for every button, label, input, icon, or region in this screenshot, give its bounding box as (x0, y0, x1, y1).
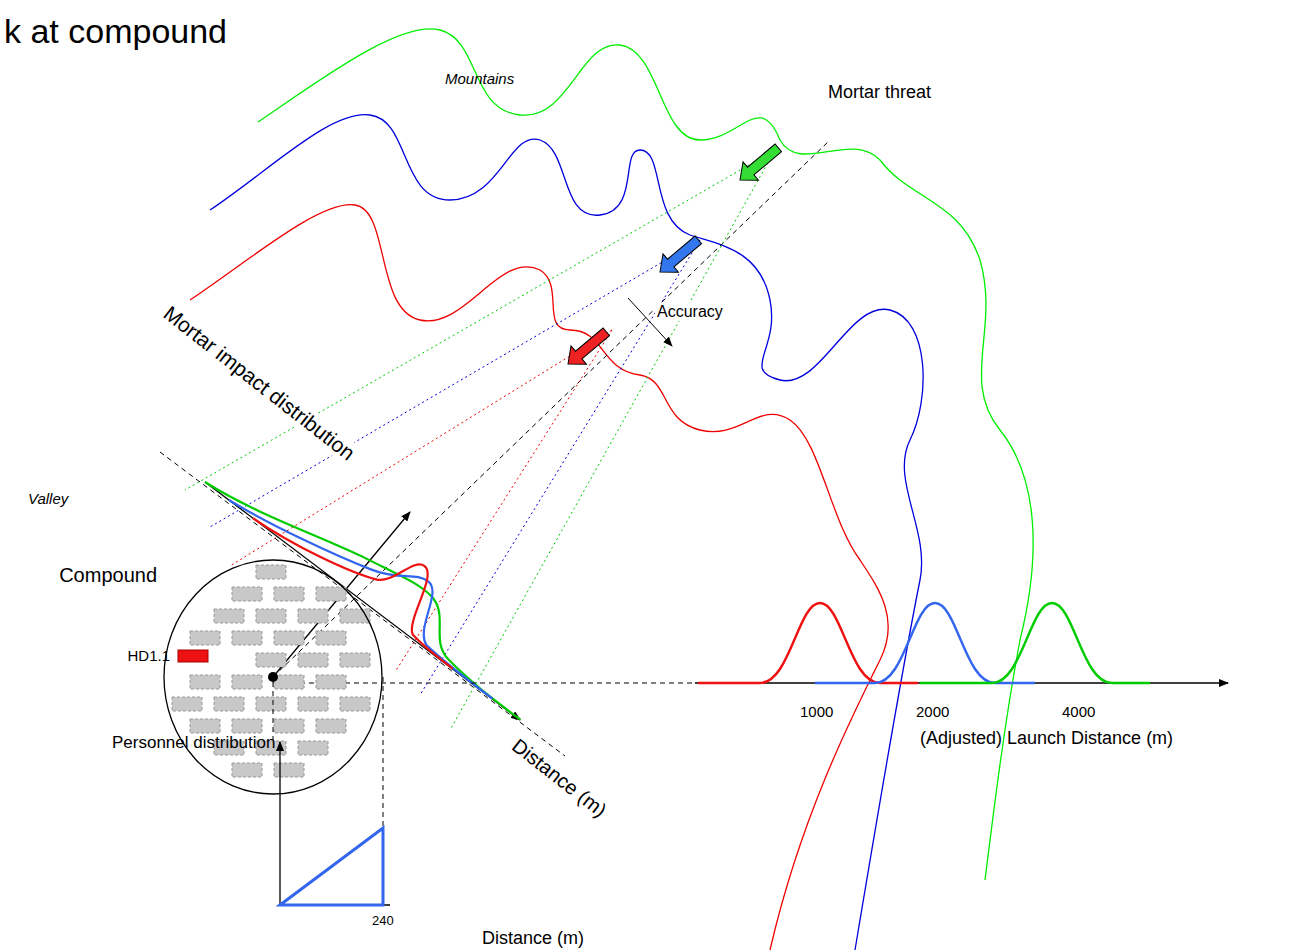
leader (273, 682, 274, 740)
building (274, 719, 304, 733)
hazard-building: HD1.1 (178, 650, 208, 662)
axis-label: Distance (m) (482, 928, 584, 949)
building (274, 763, 304, 777)
building (190, 719, 220, 733)
outline (164, 560, 382, 794)
mountain-ridge (190, 205, 888, 950)
building (214, 697, 244, 711)
leader (383, 677, 384, 828)
building (316, 631, 346, 645)
impact-axis-dashed (160, 452, 565, 756)
building (298, 609, 328, 623)
building (340, 697, 370, 711)
building (190, 631, 220, 645)
building (232, 763, 262, 777)
building (232, 675, 262, 689)
axis-label: Mortar impact distribution (157, 300, 361, 467)
building (298, 741, 328, 755)
tick-label: 240 (372, 914, 394, 929)
building (274, 631, 304, 645)
personnel-triangle (280, 828, 383, 905)
building (256, 565, 286, 579)
building (316, 587, 346, 601)
building (256, 609, 286, 623)
building (232, 631, 262, 645)
aim-point (268, 672, 278, 682)
building (232, 587, 262, 601)
building (298, 653, 328, 667)
accuracy-label: Accuracy (655, 303, 725, 321)
mountain-ridge (258, 29, 1033, 880)
axis-label: (Adjusted) Launch Distance (m) (920, 728, 1173, 749)
node-outline (178, 650, 208, 662)
tick-label: 1000 (800, 703, 833, 720)
building (316, 719, 346, 733)
region-label: Valley (28, 490, 68, 507)
axis-label: Distance (m) (506, 733, 613, 823)
building (274, 587, 304, 601)
spread-lines (185, 150, 775, 730)
building (190, 675, 220, 689)
building (340, 653, 370, 667)
building (274, 675, 304, 689)
mountain-ridge (210, 115, 923, 950)
outline (178, 650, 208, 662)
launch-arrows (560, 139, 786, 374)
region-label: Mountains (445, 70, 514, 87)
building (316, 675, 346, 689)
building (256, 697, 286, 711)
node-label: Compound (59, 564, 157, 587)
node-label: HD1.1 (127, 647, 170, 664)
launch-curves (698, 603, 1150, 683)
axis-label: Personnel distribution (112, 733, 275, 753)
compound-circle: CompoundHD1.1 (163, 559, 383, 795)
node-outline (163, 559, 383, 795)
title: k at compound (4, 12, 227, 51)
building (256, 653, 286, 667)
tick-label: 4000 (1062, 703, 1095, 720)
building (172, 697, 202, 711)
personnel-axis (279, 742, 280, 905)
building (298, 697, 328, 711)
tick-label: 2000 (916, 703, 949, 720)
threat-label: Mortar threat (828, 82, 931, 103)
building (232, 719, 262, 733)
building (214, 609, 244, 623)
impact-perp-axis (273, 512, 410, 677)
